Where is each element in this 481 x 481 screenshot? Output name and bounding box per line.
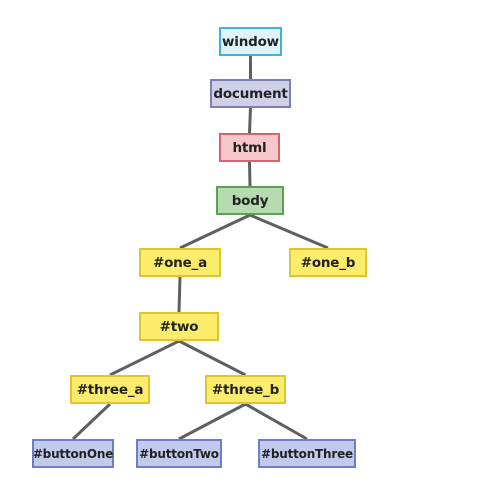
edge-body-one_b bbox=[249, 213, 329, 250]
edge-three_b-buttonTwo bbox=[178, 402, 247, 441]
node-one-a: #one_a bbox=[139, 248, 221, 277]
node-button-three: #buttonThree bbox=[258, 439, 356, 468]
node-button-two: #buttonTwo bbox=[136, 439, 222, 468]
node-window: window bbox=[219, 27, 282, 56]
edge-one_a-two bbox=[177, 276, 182, 313]
node-three-b: #three_b bbox=[205, 375, 286, 404]
node-one-b: #one_b bbox=[289, 248, 367, 277]
node-document: document bbox=[210, 79, 291, 108]
node-html: html bbox=[219, 133, 280, 162]
edge-two-three_b bbox=[178, 339, 247, 377]
edge-document-html bbox=[248, 107, 252, 134]
node-three-a: #three_a bbox=[70, 375, 150, 404]
edge-html-body bbox=[248, 161, 252, 187]
edge-body-one_a bbox=[179, 213, 251, 250]
edge-two-three_a bbox=[109, 339, 180, 377]
edge-three_a-buttonOne bbox=[71, 402, 112, 441]
node-button-one: #buttonOne bbox=[32, 439, 114, 468]
node-two: #two bbox=[139, 312, 219, 341]
edge-three_b-buttonThree bbox=[244, 402, 308, 441]
node-body: body bbox=[216, 186, 284, 215]
